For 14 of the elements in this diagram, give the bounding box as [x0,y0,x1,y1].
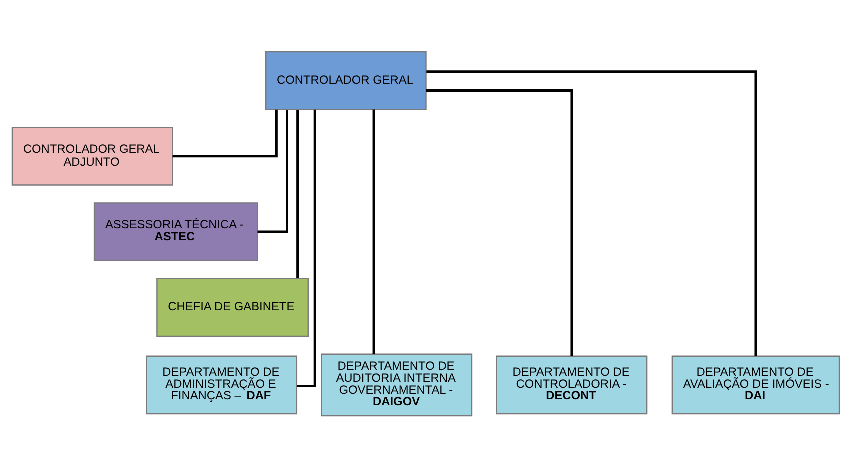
node-box: CONTROLADOR GERAL [266,51,427,110]
node-box: DEPARTAMENTO DE AUDITORIA INTERNA GOVERNAMENTAL - DAIGOV [321,354,473,417]
connector [258,110,288,234]
connector [426,90,574,356]
node-box: ASSESSORIA TÉCNICA - ASTEC [94,202,258,262]
node-box: CONTROLADOR GERAL ADJUNTO [12,126,174,186]
connector [426,70,758,356]
node-box: DEPARTAMENTO DE ADMINISTRAÇÃO E FINANÇAS – DAF [146,356,298,415]
connector [296,110,300,279]
connector [172,110,278,158]
node-box: DEPARTAMENTO DE AVALIAÇÃO DE IMÓVEIS - DAI [672,356,840,415]
node-box: DEPARTAMENTO DE CONTROLADORIA - DECONT [496,356,648,415]
connector [372,110,376,354]
node-box: CHEFIA DE GABINETE [156,278,309,338]
